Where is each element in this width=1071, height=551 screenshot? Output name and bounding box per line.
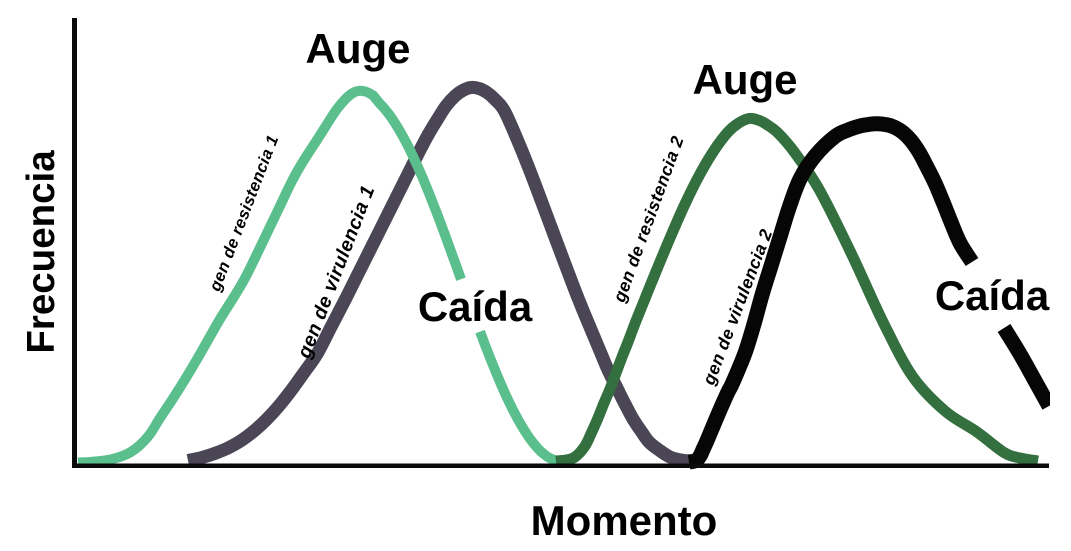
svg-text:Auge: Auge [693, 56, 798, 103]
svg-text:Caída: Caída [935, 272, 1050, 319]
svg-text:Caída: Caída [418, 283, 533, 330]
svg-text:Auge: Auge [306, 25, 411, 72]
svg-text:Momento: Momento [531, 497, 718, 544]
svg-text:Frecuencia: Frecuencia [20, 150, 63, 354]
